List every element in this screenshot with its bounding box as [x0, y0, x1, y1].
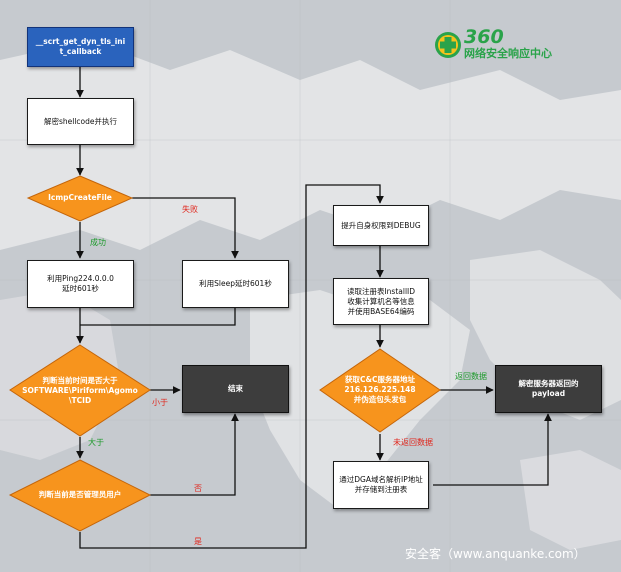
edge-label-yes: 是 — [194, 537, 202, 546]
node-read-installid: 读取注册表InstallID 收集计算机名等信息 并使用BASE64编码 — [333, 278, 429, 325]
edge-label-less: 小于 — [152, 398, 168, 407]
node-decrypt-shellcode: 解密shellcode并执行 — [27, 98, 134, 145]
decision-admin-shape — [8, 459, 152, 532]
decision-cc-shape — [319, 348, 441, 433]
logo-mark — [435, 32, 461, 58]
edge-label-success: 成功 — [90, 238, 106, 247]
node-elevate-debug: 提升自身权限到DEBUG — [333, 205, 429, 246]
edge-label-not-returned: 未返回数据 — [393, 438, 433, 447]
decision-time-shape — [9, 344, 151, 437]
edge-label-greater: 大于 — [88, 438, 104, 447]
node-check-time: 判断当前时间是否大于 SOFTWARE\Piriform\Agomo \TCID — [22, 376, 138, 405]
node-dga-resolve: 通过DGA域名解析IP地址 并存储到注册表 — [333, 461, 429, 509]
logo-number: 360 — [464, 26, 504, 48]
edge-label-no: 否 — [194, 484, 202, 493]
node-check-admin: 判断当前是否管理员用户 — [38, 490, 122, 499]
decision-icmp-shape — [26, 175, 134, 222]
edge-label-fail: 失败 — [182, 205, 198, 214]
node-tls-callback: __scrt_get_dyn_tls_ini t_callback — [27, 27, 134, 67]
logo: 360 网络安全响应中心 — [430, 26, 552, 61]
logo-subtitle: 网络安全响应中心 — [464, 47, 552, 60]
node-ping-delay: 利用Ping224.0.0.0 延时601秒 — [27, 260, 134, 308]
node-decrypt-payload: 解密服务器返回的 payload — [495, 365, 602, 413]
watermark: 安全客（www.anquanke.com） — [405, 547, 586, 561]
edge-label-returned: 返回数据 — [455, 372, 487, 381]
node-sleep-delay: 利用Sleep延时601秒 — [182, 260, 289, 308]
node-icmp-create-file: IcmpCreateFile — [48, 193, 112, 202]
node-get-cc: 获取C&C服务器地址 216.126.225.148 并伪造包头发包 — [344, 375, 416, 404]
node-end: 结束 — [182, 365, 289, 413]
